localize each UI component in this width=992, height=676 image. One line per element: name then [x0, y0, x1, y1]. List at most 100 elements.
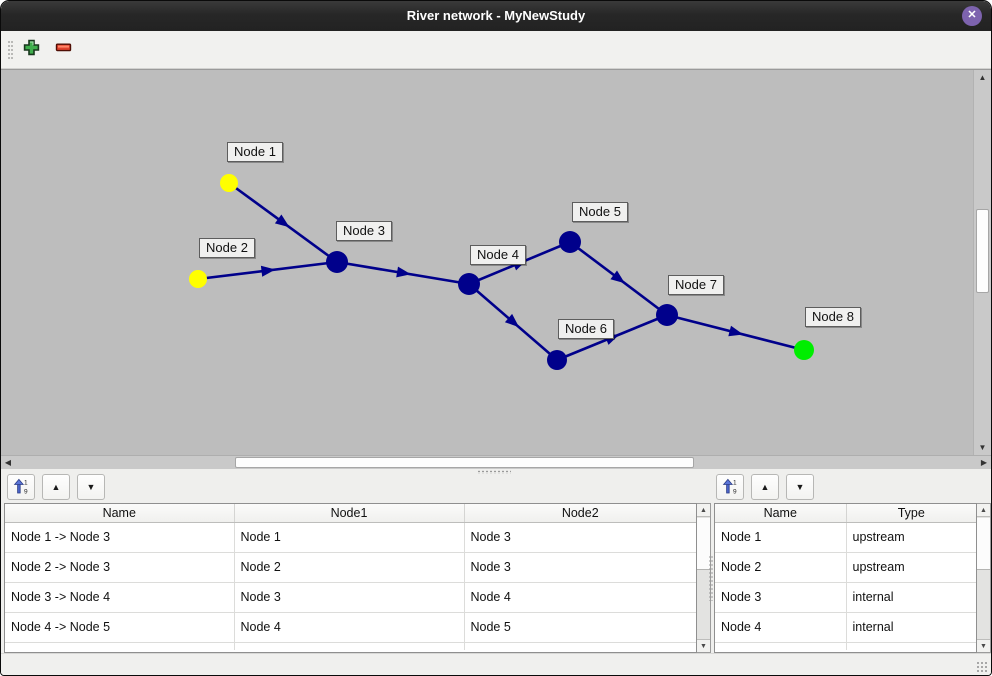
table-cell[interactable]: Node 3 -> Node 4 — [5, 582, 235, 613]
move-up-button[interactable]: ▲ — [42, 474, 70, 500]
node-node-8[interactable] — [794, 340, 814, 360]
svg-text:9: 9 — [733, 489, 737, 495]
scroll-thumb[interactable] — [977, 518, 990, 570]
node-node-6[interactable] — [547, 350, 567, 370]
table-cell[interactable]: Node 1 -> Node 3 — [5, 522, 235, 553]
canvas-horizontal-scrollbar[interactable]: ◀ ▶ — [1, 455, 991, 469]
node-label[interactable]: Node 3 — [336, 221, 392, 241]
table-cell[interactable]: Node 3 — [464, 552, 696, 583]
scroll-down-icon[interactable]: ▼ — [697, 639, 710, 652]
node-node-7[interactable] — [656, 304, 678, 326]
scroll-up-icon[interactable]: ▲ — [977, 504, 990, 517]
flow-arrow-icon — [728, 325, 744, 337]
table-cell[interactable]: internal — [846, 582, 976, 613]
renumber-button[interactable]: 1 9 — [7, 474, 35, 500]
horizontal-scroll-thumb[interactable] — [235, 457, 694, 468]
table-cell[interactable]: Node 1 — [234, 522, 465, 553]
node-label[interactable]: Node 5 — [572, 202, 628, 222]
column-header[interactable]: Name — [715, 504, 847, 523]
move-up-button[interactable]: ▲ — [751, 474, 779, 500]
flow-arrow-icon — [274, 214, 290, 228]
scroll-up-icon[interactable]: ▲ — [978, 73, 987, 82]
scroll-right-icon[interactable]: ▶ — [980, 458, 988, 467]
table-cell[interactable]: Node 1 — [715, 522, 847, 553]
table-cell[interactable]: Node 4 — [234, 612, 465, 643]
node-label[interactable]: Node 6 — [558, 319, 614, 339]
node-label[interactable]: Node 1 — [227, 142, 283, 162]
scroll-down-icon[interactable]: ▼ — [978, 443, 987, 452]
node-node-4[interactable] — [458, 273, 480, 295]
table-cell[interactable]: upstream — [846, 552, 976, 583]
down-arrow-icon: ▼ — [795, 482, 805, 492]
table-cell[interactable]: upstream — [846, 522, 976, 553]
column-header[interactable]: Name — [5, 504, 235, 523]
vertical-scroll-thumb[interactable] — [976, 209, 989, 293]
network-svg — [189, 174, 814, 370]
table-cell — [715, 642, 847, 650]
table-cell[interactable]: Node 2 — [234, 552, 465, 583]
resize-grip[interactable] — [976, 661, 987, 672]
table-cell[interactable]: Node 4 — [464, 582, 696, 613]
reach-table-scrollbar[interactable]: ▲ ▼ — [697, 503, 711, 653]
scroll-up-icon[interactable]: ▲ — [697, 504, 710, 517]
close-button[interactable]: ✕ — [962, 6, 982, 26]
flow-arrow-icon — [260, 265, 276, 277]
table-cell[interactable]: Node 3 — [234, 582, 465, 613]
canvas-area: Node 1 Node 2 Node 3 Node 4 Node 5 Node 6 Node… — [1, 69, 991, 455]
status-bar — [1, 653, 991, 675]
node-node-2[interactable] — [189, 270, 207, 288]
table-cell[interactable]: internal — [846, 612, 976, 643]
table-cell[interactable]: Node 3 — [464, 522, 696, 553]
vertical-splitter-handle[interactable] — [709, 555, 713, 601]
node-node-5[interactable] — [559, 231, 581, 253]
table-cell[interactable]: Node 4 — [715, 612, 847, 643]
scroll-thumb[interactable] — [697, 518, 710, 570]
flow-arrow-icon — [610, 270, 625, 284]
node-label[interactable]: Node 7 — [668, 275, 724, 295]
scroll-down-icon[interactable]: ▼ — [977, 639, 990, 652]
node-label[interactable]: Node 2 — [199, 238, 255, 258]
remove-node-button[interactable] — [52, 39, 74, 61]
node-label[interactable]: Node 8 — [805, 307, 861, 327]
column-header[interactable]: Node2 — [464, 504, 696, 523]
move-down-button[interactable]: ▼ — [786, 474, 814, 500]
node-label[interactable]: Node 4 — [470, 245, 526, 265]
table-cell[interactable]: Node 2 -> Node 3 — [5, 552, 235, 583]
renumber-button[interactable]: 1 9 — [716, 474, 744, 500]
scroll-left-icon[interactable]: ◀ — [4, 458, 12, 467]
network-canvas[interactable]: Node 1 Node 2 Node 3 Node 4 Node 5 Node 6 Node… — [1, 70, 973, 455]
canvas-vertical-scrollbar[interactable]: ▲ ▼ — [973, 70, 991, 455]
add-node-button[interactable] — [20, 39, 42, 61]
table-cell[interactable]: Node 3 — [715, 582, 847, 613]
sort-numeric-icon: 1 9 — [13, 478, 29, 496]
minus-icon — [55, 39, 72, 61]
column-header[interactable]: Node1 — [234, 504, 465, 523]
table-cell[interactable]: Node 2 — [715, 552, 847, 583]
table-cell[interactable]: Node 5 — [464, 612, 696, 643]
column-header[interactable]: Type — [846, 504, 976, 523]
main-toolbar — [1, 31, 991, 69]
node-table-scrollbar[interactable]: ▲ ▼ — [977, 503, 991, 653]
flow-arrow-icon — [396, 266, 411, 278]
node-node-3[interactable] — [326, 251, 348, 273]
horizontal-splitter-handle[interactable] — [477, 470, 511, 474]
toolbar-grip[interactable] — [8, 41, 13, 59]
node-node-1[interactable] — [220, 174, 238, 192]
table-cell — [5, 642, 235, 650]
titlebar[interactable]: River network - MyNewStudy ✕ — [1, 1, 991, 31]
table-cell[interactable]: Node 4 -> Node 5 — [5, 612, 235, 643]
move-down-button[interactable]: ▼ — [77, 474, 105, 500]
reach-table-toolbar: 1 9 ▲ ▼ — [7, 474, 105, 500]
